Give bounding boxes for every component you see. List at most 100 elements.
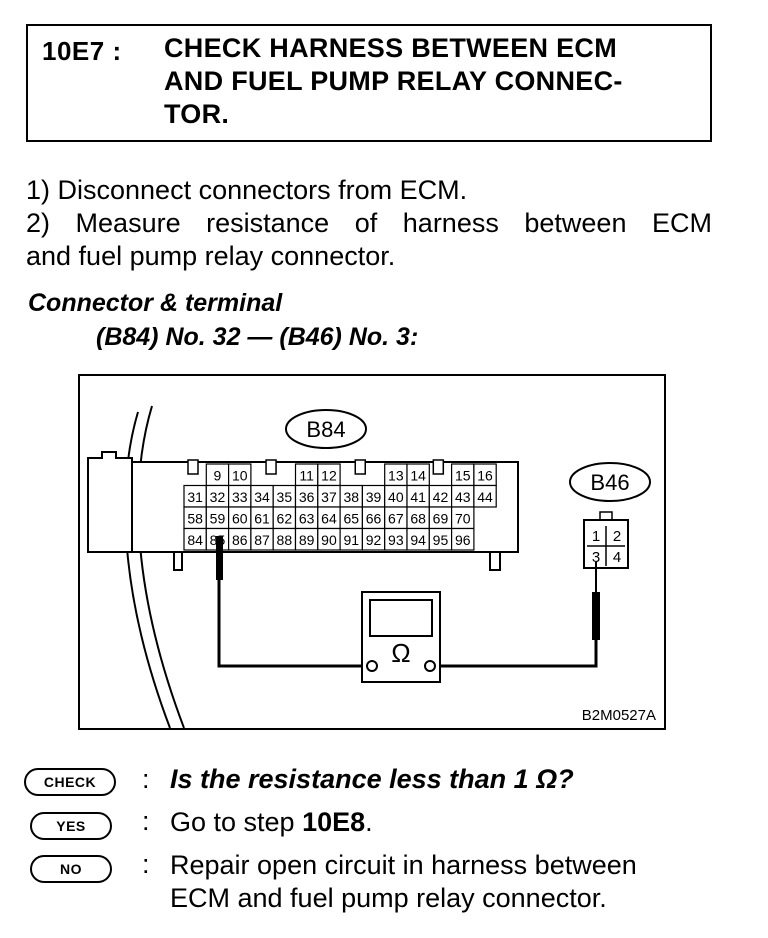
ohm-symbol: Ω bbox=[391, 638, 410, 668]
ecm-terminal-number: 66 bbox=[366, 511, 382, 527]
check-badge: CHECK bbox=[24, 768, 116, 796]
step-title-line-2: AND FUEL PUMP RELAY CONNEC- bbox=[164, 66, 623, 96]
yes-colon: : bbox=[142, 806, 150, 836]
ecm-key-notch bbox=[432, 459, 445, 475]
ecm-connector-outline bbox=[489, 484, 519, 571]
ecm-terminal-cell bbox=[473, 484, 497, 508]
ecm-key-notch bbox=[187, 459, 199, 475]
step-title-line-1: CHECK HARNESS BETWEEN ECM bbox=[164, 33, 618, 63]
ecm-terminal-number: 67 bbox=[388, 511, 404, 527]
step-title: CHECK HARNESS BETWEEN ECM AND FUEL PUMP … bbox=[164, 32, 704, 131]
ecm-terminal-number: 69 bbox=[433, 511, 449, 527]
ecm-key-notch bbox=[354, 459, 366, 475]
ecm-terminal-number: 63 bbox=[299, 511, 315, 527]
ecm-terminal-number: 12 bbox=[321, 468, 337, 484]
ecm-terminal-number: 60 bbox=[232, 511, 248, 527]
no-answer-line-1: Repair open circuit in harness between bbox=[170, 850, 637, 880]
ecm-terminal-number: 68 bbox=[410, 511, 426, 527]
harness-curve bbox=[137, 405, 185, 728]
ecm-connector-label-oval bbox=[285, 409, 367, 449]
ecm-terminal-number: 64 bbox=[321, 511, 337, 527]
check-question: Is the resistance less than 1 Ω? bbox=[170, 764, 574, 794]
ecm-terminal-number: 14 bbox=[410, 468, 426, 484]
instruction-word: Measure bbox=[75, 208, 181, 238]
ecm-connector-outline bbox=[173, 552, 183, 571]
instruction-step-1: 1) Disconnect connectors from ECM. bbox=[26, 175, 468, 205]
instruction-word: 2) bbox=[26, 208, 51, 238]
ecm-terminal-number: 42 bbox=[433, 489, 449, 505]
step-header-box: 10E7 : CHECK HARNESS BETWEEN ECM AND FUE… bbox=[26, 24, 712, 142]
ecm-terminal-cell bbox=[451, 527, 475, 551]
ecm-terminal-number: 16 bbox=[477, 468, 493, 484]
no-badge: NO bbox=[30, 855, 112, 883]
ecm-terminal-number: 44 bbox=[477, 489, 493, 505]
ecm-test-lead bbox=[217, 580, 368, 668]
ecm-terminal-number: 15 bbox=[455, 468, 471, 484]
ecm-terminal-number: 95 bbox=[433, 532, 449, 548]
ecm-terminal-number: 36 bbox=[299, 489, 315, 505]
check-colon: : bbox=[142, 764, 150, 794]
ecm-terminal-number: 70 bbox=[455, 511, 471, 527]
ecm-terminal-number: 89 bbox=[299, 532, 315, 548]
ecm-terminal-number: 58 bbox=[187, 511, 203, 527]
instruction-word: between bbox=[524, 208, 627, 238]
ohmmeter-display bbox=[369, 599, 433, 637]
relay-pin-1: 1 bbox=[592, 528, 600, 545]
ecm-terminal-number: 87 bbox=[254, 532, 270, 548]
ecm-key-notch bbox=[265, 459, 277, 475]
ecm-terminal-number: 91 bbox=[343, 532, 359, 548]
relay-probe bbox=[592, 592, 600, 640]
instruction-word: of bbox=[354, 208, 378, 238]
ecm-terminal-number: 93 bbox=[388, 532, 404, 548]
no-answer-line-2: ECM and fuel pump relay connector. bbox=[170, 883, 607, 913]
ecm-terminal-number: 10 bbox=[232, 468, 248, 484]
no-answer: Repair open circuit in harness between E… bbox=[170, 849, 637, 915]
connector-terminal-spec: (B84) No. 32 — (B46) No. 3: bbox=[96, 323, 419, 351]
ohmmeter-terminal bbox=[366, 660, 378, 672]
relay-test-lead bbox=[434, 640, 598, 668]
ecm-terminal-number: 40 bbox=[388, 489, 404, 505]
yes-prefix: Go to step bbox=[170, 807, 303, 837]
ecm-connector-tab bbox=[87, 451, 133, 553]
ecm-terminal-number: 62 bbox=[277, 511, 293, 527]
instruction-word: resistance bbox=[206, 208, 330, 238]
step-title-line-3: TOR. bbox=[164, 99, 230, 129]
instructions: 1) Disconnect connectors from ECM. 2) Me… bbox=[26, 174, 716, 273]
ecm-terminal-number: 90 bbox=[321, 532, 337, 548]
connector-terminal-heading: Connector & terminal bbox=[28, 289, 283, 317]
relay-connector-latch bbox=[599, 511, 613, 521]
instruction-word: ECM bbox=[652, 208, 712, 238]
ecm-terminal-number: 88 bbox=[277, 532, 293, 548]
yes-step-ref: 10E8 bbox=[302, 807, 366, 837]
ecm-terminal-number: 43 bbox=[455, 489, 471, 505]
ecm-terminal-number: 84 bbox=[187, 532, 203, 548]
ohmmeter-terminal bbox=[424, 660, 436, 672]
relay-connector-label: B46 bbox=[590, 470, 629, 495]
ecm-terminal-number: 9 bbox=[214, 468, 222, 484]
ecm-probe bbox=[216, 536, 223, 580]
ecm-terminal-number: 39 bbox=[366, 489, 382, 505]
relay-pin-2: 2 bbox=[613, 528, 621, 545]
ecm-terminal-number: 86 bbox=[232, 532, 248, 548]
figure-code: B2M0527A bbox=[582, 707, 656, 724]
no-colon: : bbox=[142, 849, 150, 879]
ecm-terminal-number: 35 bbox=[277, 489, 293, 505]
ecm-terminal-number: 61 bbox=[254, 511, 270, 527]
instruction-step-2-continued: and fuel pump relay connector. bbox=[26, 241, 396, 271]
ecm-terminal-number: 37 bbox=[321, 489, 337, 505]
ecm-connector-label: B84 bbox=[306, 417, 345, 442]
yes-suffix: . bbox=[365, 807, 373, 837]
ecm-terminal-number: 96 bbox=[455, 532, 471, 548]
ecm-terminal-number: 13 bbox=[388, 468, 404, 484]
relay-pin-4: 4 bbox=[613, 549, 621, 566]
ecm-terminal-number: 11 bbox=[299, 468, 314, 484]
ecm-terminal-number: 92 bbox=[366, 532, 382, 548]
ecm-terminal-number: 33 bbox=[232, 489, 248, 505]
instruction-step-2: 2) Measure resistance of harness between… bbox=[26, 207, 712, 240]
ecm-terminal-number: 32 bbox=[210, 489, 226, 505]
relay-pin-3: 3 bbox=[592, 549, 600, 566]
ecm-terminal-number: 59 bbox=[210, 511, 226, 527]
